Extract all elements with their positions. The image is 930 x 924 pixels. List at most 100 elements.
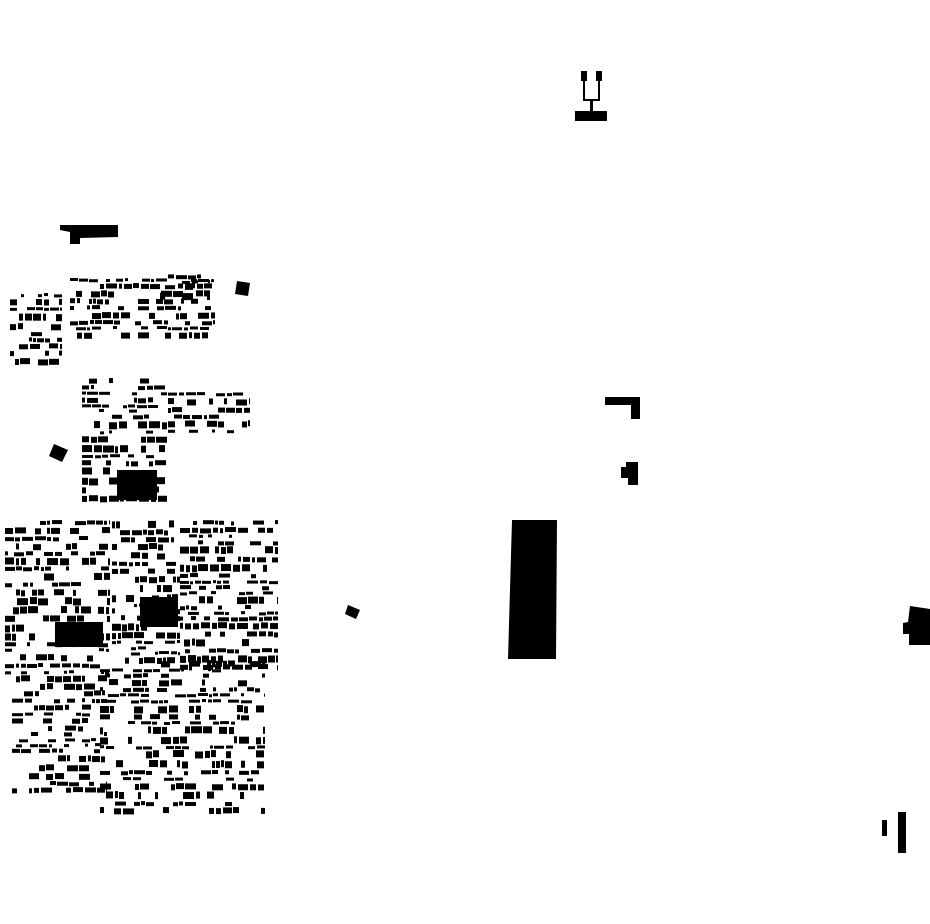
building — [200, 528, 211, 534]
building — [100, 669, 110, 673]
building — [60, 344, 62, 350]
building — [44, 712, 53, 716]
building — [197, 274, 201, 279]
building — [138, 792, 141, 800]
building — [54, 699, 60, 704]
building — [131, 537, 135, 543]
building — [241, 693, 244, 697]
building — [185, 321, 190, 326]
building — [87, 655, 93, 662]
building — [197, 283, 203, 289]
building — [128, 721, 135, 725]
building — [190, 546, 198, 554]
building — [61, 606, 67, 614]
building — [52, 520, 62, 525]
building — [10, 299, 17, 306]
building — [149, 461, 153, 467]
building — [193, 623, 199, 630]
building — [16, 624, 24, 632]
building — [82, 436, 89, 443]
cluster-south-lower — [100, 660, 265, 815]
building — [109, 495, 119, 502]
building — [93, 298, 96, 304]
building — [185, 623, 191, 630]
building — [148, 397, 153, 403]
building — [76, 327, 86, 331]
building — [223, 660, 227, 667]
building — [133, 777, 141, 781]
building — [135, 783, 139, 790]
building — [15, 359, 19, 366]
building — [138, 544, 148, 551]
building — [109, 430, 112, 434]
building — [89, 781, 94, 786]
building — [35, 691, 39, 697]
building — [5, 615, 15, 622]
building — [128, 693, 139, 697]
building — [142, 562, 148, 567]
building — [82, 557, 89, 565]
building — [168, 398, 174, 405]
building — [5, 642, 16, 647]
building — [134, 706, 143, 714]
building — [163, 807, 169, 814]
building — [225, 802, 232, 807]
building — [120, 568, 129, 574]
building — [131, 652, 140, 656]
building — [23, 567, 32, 572]
building — [95, 320, 102, 325]
building — [33, 544, 41, 551]
building — [164, 530, 168, 536]
building — [5, 648, 12, 652]
building — [101, 698, 107, 703]
building — [37, 338, 44, 343]
building — [203, 726, 212, 734]
building — [168, 429, 175, 433]
building — [213, 687, 216, 692]
building — [82, 391, 86, 395]
building — [77, 615, 84, 622]
building — [166, 561, 176, 566]
building — [115, 791, 118, 799]
building — [141, 436, 146, 443]
building — [173, 291, 183, 298]
building — [58, 755, 66, 762]
building — [247, 580, 258, 584]
building — [179, 332, 187, 339]
building — [94, 572, 102, 580]
building — [69, 670, 74, 674]
building — [106, 781, 107, 786]
cluster-northwest — [10, 293, 62, 366]
building — [133, 669, 142, 673]
building — [90, 320, 94, 325]
building — [82, 675, 85, 682]
building — [177, 576, 180, 583]
building — [236, 399, 247, 406]
building — [226, 745, 233, 749]
building — [150, 284, 160, 290]
building — [38, 294, 42, 298]
building — [181, 668, 184, 672]
building — [223, 580, 229, 584]
building — [238, 784, 248, 791]
building — [275, 611, 278, 615]
building — [223, 585, 230, 590]
building — [100, 431, 104, 435]
building — [41, 567, 44, 572]
building — [248, 746, 255, 750]
building — [47, 642, 55, 647]
building — [45, 350, 49, 356]
building — [251, 770, 259, 775]
building — [176, 313, 179, 320]
building — [239, 617, 248, 622]
building — [172, 721, 180, 725]
building — [16, 589, 20, 596]
building — [153, 669, 160, 673]
building — [10, 324, 16, 331]
building — [112, 568, 118, 574]
building — [196, 705, 201, 713]
building — [79, 278, 88, 282]
building — [168, 407, 171, 413]
building — [105, 673, 110, 678]
building — [159, 680, 169, 687]
